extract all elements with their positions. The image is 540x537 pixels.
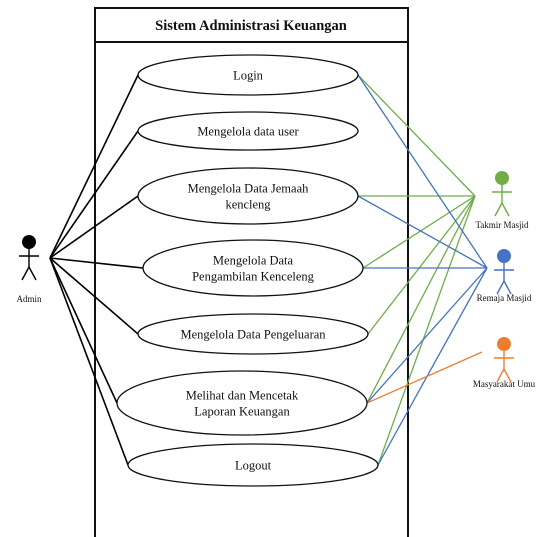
actor-remaja-right-leg (503, 280, 512, 295)
actor-masyarakat-head (497, 337, 511, 351)
actor-takmir-left-leg (494, 202, 503, 217)
association-takmir-login (357, 74, 476, 197)
association-admin-jemaah (49, 195, 139, 259)
use-case-label-jemaah-1: Mengelola Data Jemaah (188, 182, 310, 196)
association-takmir-logout (377, 195, 476, 466)
association-masyarakat-laporan (366, 351, 483, 404)
actor-masyarakat-left-leg (496, 368, 505, 383)
use-case-label-laporan-2: Laporan Keuangan (194, 405, 290, 419)
system-title: Sistem Administrasi Keuangan (155, 18, 347, 34)
use-case-pengambilan[interactable] (142, 239, 364, 297)
actor-label-remaja: Remaja Masjid (477, 293, 532, 303)
actor-admin-head (22, 235, 36, 249)
actor-remaja[interactable]: Remaja Masjid (477, 249, 532, 303)
association-admin-user (49, 130, 139, 259)
use-case-label-jemaah-2: kencleng (225, 198, 271, 212)
actor-admin-left-leg (21, 266, 30, 281)
association-admin-laporan (49, 257, 118, 404)
association-remaja-logout (377, 267, 488, 466)
use-case-label-pengambilan-1: Mengelola Data (213, 254, 294, 268)
use-case-laporan[interactable] (116, 370, 368, 436)
actor-takmir-head (495, 171, 509, 185)
actor-masyarakat[interactable]: Masyarakat Umu (473, 337, 536, 389)
association-takmir-pengambilan (362, 195, 476, 269)
association-remaja-laporan (366, 267, 488, 404)
use-case-label-pengeluaran: Mengelola Data Pengeluaran (180, 328, 326, 342)
actor-label-takmir: Takmir Masjid (475, 220, 529, 230)
use-case-label-login: Login (233, 69, 264, 83)
use-case-logout[interactable] (127, 443, 379, 487)
use-case-label-pengambilan-2: Pengambilan Kenceleng (192, 270, 315, 284)
association-takmir-laporan (366, 195, 476, 404)
association-remaja-login (357, 74, 488, 269)
use-case-label-laporan-1: Melihat dan Mencetak (186, 389, 299, 403)
actor-masyarakat-right-leg (503, 368, 512, 383)
use-case-pengeluaran[interactable] (137, 313, 369, 355)
actor-admin-right-leg (28, 266, 37, 281)
actor-takmir[interactable]: Takmir Masjid (475, 171, 529, 230)
system-boundary (94, 7, 409, 537)
association-admin-pengambilan (49, 257, 144, 269)
use-case-label-logout: Logout (235, 459, 272, 473)
use-case-login[interactable] (137, 54, 359, 96)
use-case-jemaah[interactable] (137, 167, 359, 225)
use-case-user[interactable] (137, 111, 359, 151)
actor-label-masyarakat: Masyarakat Umu (473, 379, 536, 389)
actor-takmir-right-leg (501, 202, 510, 217)
actor-remaja-head (497, 249, 511, 263)
actor-remaja-left-leg (496, 280, 505, 295)
use-case-label-user: Mengelola data user (197, 125, 299, 139)
actor-admin[interactable]: Admin (16, 235, 42, 304)
association-admin-pengeluaran (49, 257, 139, 335)
association-remaja-jemaah (357, 195, 488, 269)
association-admin-login (49, 74, 139, 259)
actor-label-admin: Admin (16, 294, 42, 304)
association-admin-logout (49, 257, 129, 466)
association-takmir-pengeluaran (367, 195, 476, 335)
